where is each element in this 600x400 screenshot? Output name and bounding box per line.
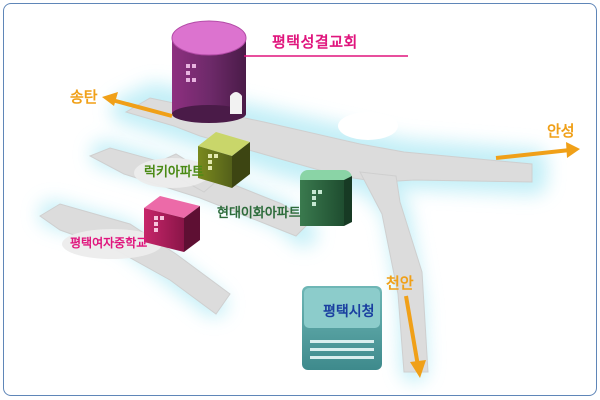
direction-label-songtan: 송탄 <box>70 88 98 106</box>
label-halo-lucky <box>134 158 210 188</box>
city-hall-building <box>302 286 382 370</box>
girls-school-building <box>144 196 200 252</box>
map-canvas <box>39 20 580 382</box>
direction-label-anseong: 안성 <box>547 122 575 140</box>
church-building <box>171 20 247 123</box>
hyundai-apartment-label: 현대이화아파트 <box>217 206 301 221</box>
arrow-anseong <box>495 142 580 160</box>
label-halo-center <box>338 112 398 140</box>
arrow-cheonan <box>404 295 426 378</box>
arrow-songtan <box>102 92 173 118</box>
label-halo-school <box>62 229 162 259</box>
girls-school-label: 평택여자중학교 <box>70 236 148 250</box>
lucky-apartment-label: 럭키아파트 <box>144 165 204 180</box>
road-lower <box>39 203 231 315</box>
lucky-apartment-building <box>198 132 250 188</box>
map-frame: 평택성결교회 송탄 안성 천안 럭키아파트 현대이화아파트 평택여자중학교 평택… <box>3 3 597 396</box>
hyundai-apartment-building <box>300 170 352 226</box>
direction-label-cheonan: 천안 <box>386 274 414 292</box>
city-hall-label: 평택시청 <box>323 304 375 320</box>
church-label: 평택성결교회 <box>272 33 358 51</box>
